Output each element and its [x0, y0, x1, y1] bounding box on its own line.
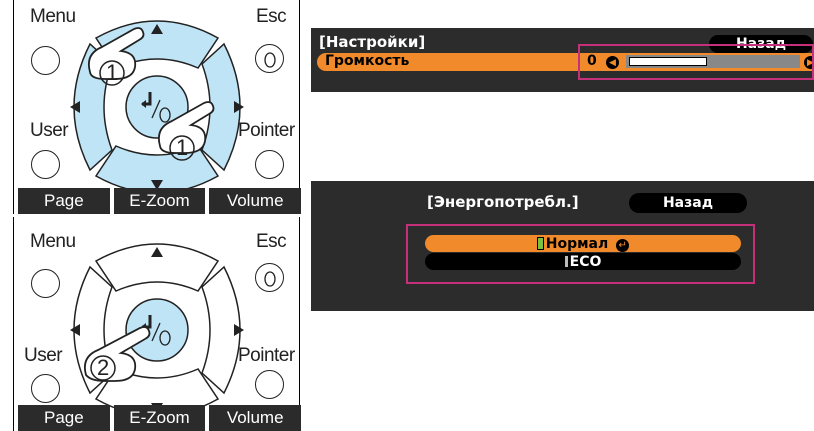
up-arrow-icon: [151, 247, 163, 257]
pointer-button[interactable]: [255, 370, 284, 399]
ezoom-button[interactable]: E-Zoom: [113, 188, 206, 214]
volume-value: 0: [587, 53, 597, 69]
remote-frame: [13, 217, 300, 431]
esc-button[interactable]: [255, 44, 284, 73]
user-label: User: [24, 345, 63, 366]
volume-label: Громкость: [325, 53, 410, 69]
menu-label: Menu: [30, 231, 76, 252]
down-arrow-icon: [151, 180, 163, 190]
menu-button[interactable]: [31, 269, 60, 298]
right-arrow-icon: [234, 101, 244, 113]
pointer-label: Pointer: [238, 345, 295, 366]
enter-icon: ↵: [616, 239, 630, 252]
up-arrow-icon: [151, 24, 163, 34]
remote-bottom-bar: Page E-Zoom Volume: [18, 405, 302, 431]
esc-label: Esc: [256, 231, 287, 252]
highlight-box: [578, 44, 814, 80]
remote-control-bottom: Menu Esc User Pointer 2 Page E-Zoom Volu…: [0, 217, 305, 431]
volume-button[interactable]: Volume: [209, 405, 302, 431]
user-label: User: [30, 120, 69, 141]
selection-marker: [536, 237, 544, 251]
pointer-label: Pointer: [238, 120, 295, 141]
mouse-icon: [159, 107, 171, 123]
volume-osd: [Настройки] Назад Громкость 0 ◀ ▶: [311, 28, 814, 92]
option-label: ECO: [569, 254, 602, 270]
left-arrow-icon: [70, 324, 80, 336]
ezoom-button[interactable]: E-Zoom: [113, 405, 206, 431]
remote-frame: [13, 0, 300, 214]
user-button[interactable]: [31, 374, 60, 403]
menu-label: Menu: [30, 6, 76, 27]
user-button[interactable]: [31, 150, 60, 179]
step-badge: 2: [97, 355, 109, 380]
step-badge: 1: [176, 135, 188, 160]
decrease-icon[interactable]: ◀: [606, 56, 619, 69]
highlight-box: [406, 224, 755, 284]
esc-button[interactable]: [255, 263, 284, 292]
right-key: [201, 42, 241, 172]
power-osd: [Энергопотребл.] Назад Нормал ↵ ECO: [311, 181, 814, 311]
step-badge: 1: [106, 60, 118, 85]
hand-pointer-icon: [83, 326, 151, 382]
back-button[interactable]: Назад: [629, 193, 747, 213]
direction-pad: 1 1: [70, 20, 276, 194]
remote-bottom-bar: Page E-Zoom Volume: [18, 188, 302, 214]
left-arrow-icon: [70, 101, 80, 113]
option-normal[interactable]: Нормал ↵: [425, 235, 741, 252]
direction-pad: 2: [70, 243, 276, 417]
esc-mouse-icon: [264, 271, 276, 287]
option-eco[interactable]: ECO: [425, 253, 741, 270]
volume-slider-track: [629, 57, 707, 66]
menu-button[interactable]: [31, 46, 60, 75]
remote-control-top: Menu Esc User Pointer 1 1: [0, 0, 305, 214]
mouse-icon: [159, 330, 171, 346]
right-arrow-icon: [234, 324, 244, 336]
volume-button[interactable]: Volume: [209, 188, 302, 214]
right-key: [201, 265, 241, 395]
esc-label: Esc: [256, 6, 287, 27]
osd-title: [Энергопотребл.]: [427, 193, 579, 211]
selection-marker: [564, 256, 568, 268]
up-key: [94, 243, 220, 292]
page-button[interactable]: Page: [18, 188, 110, 214]
volume-row[interactable]: Громкость 0 ◀ ▶: [317, 53, 814, 71]
pointer-button[interactable]: [255, 150, 284, 179]
page-button[interactable]: Page: [18, 405, 110, 431]
osd-title: [Настройки]: [319, 33, 426, 51]
option-label: Нормал: [545, 236, 609, 252]
volume-slider[interactable]: [626, 55, 800, 68]
esc-mouse-icon: [264, 52, 276, 68]
increase-icon[interactable]: ▶: [804, 56, 814, 69]
